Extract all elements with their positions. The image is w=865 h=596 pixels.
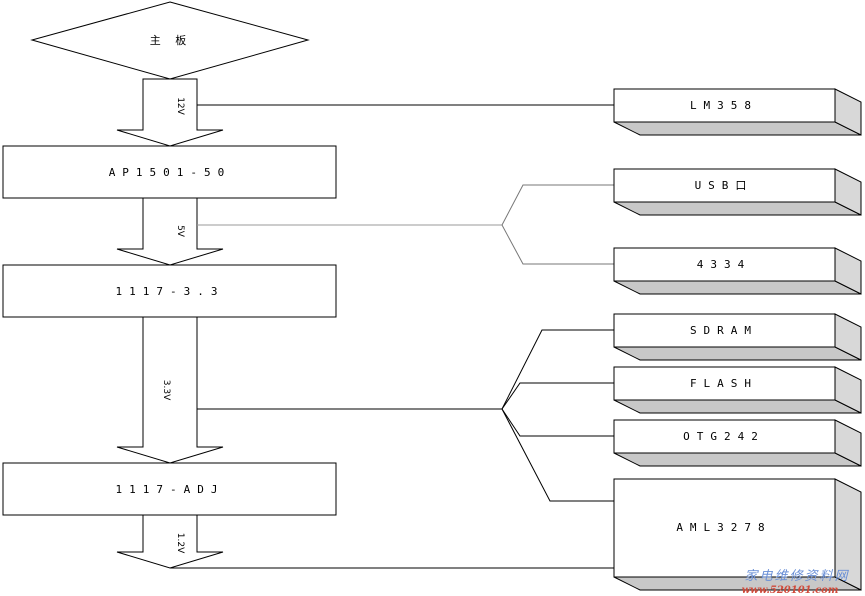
load-box-flash: FLASH: [613, 366, 862, 414]
load-box-usb: USB口: [613, 168, 862, 216]
voltage-label-1v2: 1.2V: [175, 533, 185, 554]
load-label-flash: FLASH: [690, 377, 758, 390]
line-3v3-sdram: [501, 329, 614, 410]
load-box-otg: OTG242: [613, 419, 862, 467]
line-5v-usb: [501, 184, 614, 226]
ap1501-box: [2, 145, 337, 199]
load-box-4334: 4334: [613, 247, 862, 295]
arrow-5v: [116, 197, 224, 266]
load-label-otg: OTG242: [683, 430, 765, 443]
load-label-4334: 4334: [697, 258, 752, 271]
load-label-sdram: SDRAM: [690, 324, 758, 337]
arrow-12v: [116, 78, 224, 147]
voltage-label-3v3: 3.3V: [161, 380, 171, 401]
voltage-label-5v: 5V: [175, 225, 185, 238]
ap1501-label: AP1501-50: [109, 166, 232, 179]
line-3v3-flash: [501, 382, 614, 410]
load-box-sdram: SDRAM: [613, 313, 862, 361]
load-box-aml: AML3278: [613, 478, 862, 591]
load-label-lm358: LM358: [690, 99, 758, 112]
reg-33-label: 1117-3.3: [116, 285, 225, 298]
load-label-aml: AML3278: [676, 521, 771, 534]
line-3v3-aml: [501, 408, 614, 502]
load-label-usb: USB口: [695, 179, 754, 192]
arrow-3v3: [116, 316, 224, 464]
reg-adj-label: 1117-ADJ: [116, 483, 225, 496]
load-box-lm358: LM358: [613, 88, 862, 136]
watermark-url: www.520101.com: [742, 585, 839, 596]
line-3v3-otg: [501, 408, 614, 437]
arrow-1v2: [116, 514, 224, 569]
line-5v-4334: [501, 224, 614, 265]
voltage-label-12v: 12V: [175, 97, 185, 115]
reg-33-box: [2, 264, 337, 318]
mainboard-label: 主 板: [150, 33, 191, 47]
watermark-cn: 家电维修资料网: [744, 568, 849, 584]
